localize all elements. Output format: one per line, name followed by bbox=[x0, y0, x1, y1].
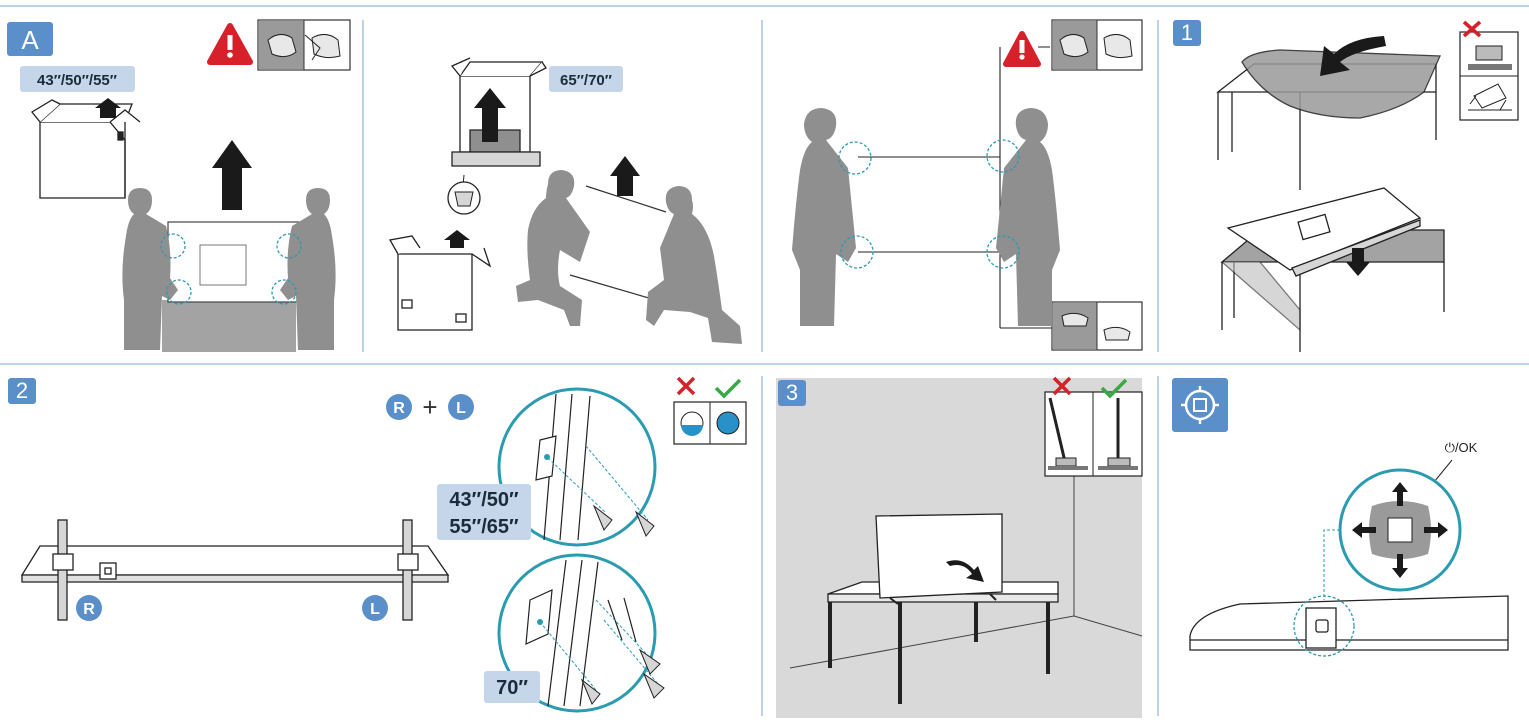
screw-check-icon bbox=[673, 376, 747, 445]
person-left bbox=[792, 108, 856, 326]
panel-carry bbox=[792, 19, 1143, 351]
step-badge-2: 2 bbox=[8, 378, 36, 404]
tv-lift-scene-large bbox=[516, 170, 742, 344]
stand-right-badge: R bbox=[393, 400, 405, 417]
table-with-cloth bbox=[1216, 49, 1441, 190]
stand-pair-indicator: R + L bbox=[386, 392, 474, 422]
size-label-group-1b: 55″/65″ bbox=[449, 516, 519, 538]
tv-box-large bbox=[450, 57, 547, 167]
tv-lift-scene-small bbox=[122, 188, 336, 352]
lift-arrow-large bbox=[212, 140, 252, 210]
size-label-group-2: 70″ bbox=[496, 677, 528, 699]
handling-detail-icon bbox=[1051, 19, 1143, 71]
tv-face-down-on-table bbox=[1220, 187, 1445, 352]
panel-unboxing-large: 65″/70″ bbox=[388, 57, 742, 344]
panel-prepare-table: 1 bbox=[1173, 20, 1519, 352]
place-down-arrow bbox=[1346, 248, 1370, 276]
cross-mark-icon bbox=[676, 376, 696, 396]
lift-arrow-small bbox=[95, 98, 121, 118]
tv-bottom-edge bbox=[20, 519, 450, 621]
panel-place-tv: 3 bbox=[776, 376, 1143, 718]
step-number-2: 2 bbox=[16, 378, 28, 403]
stand-labels: R L bbox=[76, 595, 388, 621]
plus-sign: + bbox=[422, 392, 437, 422]
step-badge-3: 3 bbox=[778, 380, 806, 406]
size-chip-group-2: 70″ bbox=[484, 671, 540, 703]
tv-outline-edge bbox=[858, 47, 1052, 329]
lift-arrow-empty-box bbox=[444, 230, 470, 248]
person-right bbox=[996, 108, 1060, 326]
size-chip-large: 65″/70″ bbox=[549, 66, 623, 92]
clip-detail-icon bbox=[447, 174, 481, 215]
panel-unboxing: A 43″/50″/55″ bbox=[7, 19, 351, 352]
not-allowed-icon bbox=[1459, 20, 1519, 121]
tv-box-small bbox=[31, 99, 141, 199]
tv-bottom-bezel bbox=[1189, 595, 1509, 651]
stand-label-right: R bbox=[83, 601, 95, 618]
lift-arrow-tv-large bbox=[610, 156, 640, 196]
power-ok-label: ⏻/OK bbox=[1445, 440, 1478, 455]
joystick-location-marker bbox=[1293, 595, 1355, 657]
tilt-arrow bbox=[946, 560, 984, 582]
stand-label-left: L bbox=[370, 601, 380, 618]
screw-detail-top bbox=[497, 387, 657, 547]
panel-attach-stand: 2 R + L R L bbox=[8, 376, 747, 713]
check-mark-icon bbox=[1100, 378, 1128, 399]
step-number-a: A bbox=[21, 25, 39, 55]
grip-points bbox=[838, 139, 1020, 269]
warning-icon bbox=[1003, 31, 1041, 67]
size-chip-small: 43″/50″/55″ bbox=[20, 66, 135, 92]
size-label-large: 65″/70″ bbox=[560, 72, 612, 89]
step-number-1: 1 bbox=[1181, 20, 1193, 45]
stand-left-badge: L bbox=[456, 400, 466, 417]
handling-detail-icon bbox=[257, 19, 351, 71]
step-badge-a: A bbox=[7, 22, 53, 56]
step-number-3: 3 bbox=[786, 380, 798, 405]
panel-dividers bbox=[0, 5, 1529, 716]
cross-mark-icon bbox=[1052, 376, 1072, 396]
joystick-icon bbox=[1172, 378, 1228, 432]
lift-arrow-box bbox=[474, 88, 506, 142]
handling-detail-icon-bottom bbox=[1051, 301, 1143, 351]
size-label-group-1a: 43″/50″ bbox=[449, 489, 519, 511]
size-label-small: 43″/50″/55″ bbox=[37, 72, 117, 89]
curve-arrow-cover bbox=[1320, 36, 1386, 76]
detail-link bbox=[1323, 529, 1340, 600]
empty-box bbox=[388, 235, 492, 331]
size-chip-group-1: 43″/50″ 55″/65″ bbox=[437, 484, 531, 540]
room-corner bbox=[789, 476, 1143, 669]
check-mark-icon bbox=[714, 378, 742, 399]
panel-joystick: ⏻/OK bbox=[1172, 378, 1509, 657]
warning-icon bbox=[207, 23, 253, 65]
joystick-detail bbox=[1338, 468, 1462, 592]
step-badge-1: 1 bbox=[1173, 20, 1201, 46]
orientation-check-icon bbox=[1044, 376, 1143, 477]
